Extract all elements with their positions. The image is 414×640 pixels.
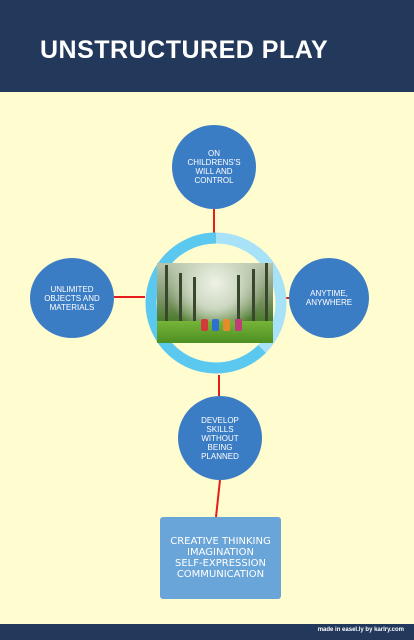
children-playing-image <box>157 263 273 343</box>
outcome-line: IMAGINATION <box>187 547 254 558</box>
footer-bar: made in easel.ly by karIry.com <box>0 624 414 640</box>
node-unlimited-objects: UNLIMITED OBJECTS AND MATERIALS <box>30 258 114 338</box>
outcome-line: SELF-EXPRESSION <box>174 558 267 569</box>
outcome-line: CREATIVE THINKING <box>170 536 271 547</box>
connector-outcome <box>215 479 221 518</box>
node-develop-skills: DEVELOP SKILLS WITHOUT BEING PLANNED <box>178 396 262 480</box>
node-anytime-anywhere: ANYTIME, ANYWHERE <box>289 258 369 338</box>
footer-credit: made in easel.ly by karIry.com <box>317 627 404 633</box>
outcome-box: CREATIVE THINKING IMAGINATION SELF-EXPRE… <box>160 517 281 599</box>
node-childrens-control: ON CHILDRENS'S WILL AND CONTROL <box>172 125 256 209</box>
header-banner: UNSTRUCTURED PLAY <box>0 0 414 92</box>
outcome-line: COMMUNICATION <box>176 569 265 580</box>
hub-ring-dark <box>145 232 266 374</box>
page-title: UNSTRUCTURED PLAY <box>40 36 329 64</box>
